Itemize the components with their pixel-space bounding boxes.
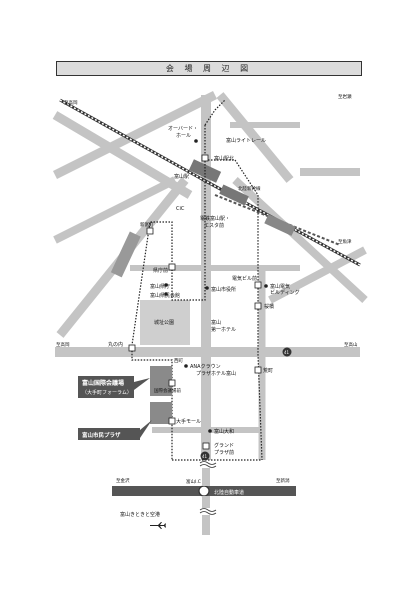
stop-marker-shintomicho (146, 227, 154, 235)
dentetsu-station-block (219, 184, 249, 206)
road-break-marks (199, 461, 217, 515)
venue-plaza-callout: 富山市民プラザ (78, 420, 152, 440)
road-diag-3 (53, 176, 177, 244)
expressway-label: 北陸自動車道 (214, 489, 244, 496)
label-daiichi-2: 第一ホテル (211, 326, 236, 333)
label-to-kanazawa-rail: 至高岡 (64, 99, 78, 106)
label-kokusai-mae: 国際会議場前 (154, 387, 181, 394)
road-diag-6 (232, 177, 368, 303)
svg-text:41: 41 (284, 350, 290, 355)
label-shintomicho: 新富町 (140, 221, 154, 228)
venue-main-callout: 富山国際会議場 （大手町フォーラム） (78, 376, 150, 398)
stop-marker-otemall (168, 417, 176, 425)
label-grand-2: プラザ前 (214, 449, 234, 456)
label-denki-bldg-mae: 電気ビル前 (232, 275, 257, 282)
label-to-iwase: 至岩瀬 (338, 93, 352, 100)
stop-marker-sakurabashi (254, 302, 262, 310)
label-grand-1: グランド (214, 442, 234, 449)
label-daiwa: 富山大和 (214, 428, 234, 435)
shinkansen-station-block (264, 214, 296, 236)
label-portram: 富山ライトレール (226, 137, 266, 144)
label-toyama-sta: 富山駅 (174, 173, 189, 180)
svg-text:41: 41 (202, 454, 208, 459)
map-title-box: 会 場 周 辺 図 (56, 61, 362, 76)
stop-marker-north (201, 154, 209, 162)
expressway: 北陸自動車道 富山I.C 至金沢 至新潟 (112, 477, 296, 497)
venue-main-sub: （大手町フォーラム） (82, 389, 132, 396)
airport-label: 富山きときと空港 (120, 511, 160, 518)
label-nishicho: 西町 (174, 358, 183, 364)
label-denki-bldg-1: 富山電気 (270, 283, 290, 290)
stop-marker-marunouchi (128, 344, 136, 352)
stop-markers (128, 154, 262, 450)
road-diag-2 (52, 90, 218, 180)
map-labels: オーバード・ ホール 富山駅北 富山ライトレール 富山駅 北陸新幹線 CiC 電… (56, 93, 358, 456)
stop-marker-kenchomae (168, 263, 176, 271)
label-dentetsu-1: 電鉄富山駅・ (200, 215, 230, 222)
label-prefecture: 富山県庁 (150, 283, 170, 290)
stop-marker-aratamachi (254, 366, 262, 374)
stop-marker-kokusai (168, 379, 176, 387)
label-marunouchi: 丸の内 (108, 341, 123, 348)
label-shinkansen: 北陸新幹線 (238, 185, 261, 192)
label-daiichi-1: 富山 (211, 319, 221, 326)
label-orbard-1: オーバード・ (168, 126, 198, 132)
label-cic: CiC (176, 206, 185, 212)
route41-badge-north: 41 (282, 347, 292, 357)
toyama-ic-label: 富山I.C (186, 478, 201, 485)
label-denki-bldg-2: ビルディング (270, 289, 300, 296)
label-kenchomae: 県庁前 (153, 267, 168, 274)
road-diag-5 (216, 92, 294, 183)
road-network (52, 90, 368, 460)
label-ana-2: プラザホテル富山 (196, 370, 236, 377)
label-dentetsu-2: エスタ前 (204, 222, 224, 229)
venue-plaza-name: 富山市民プラザ (82, 431, 121, 439)
to-niigata-expressway: 至新潟 (276, 477, 290, 484)
label-aratamachi: 荒町 (263, 367, 273, 374)
label-to-uozu: 至魚津 (338, 238, 352, 245)
tram-depot-block (110, 231, 141, 278)
venue-block-plaza (150, 402, 172, 424)
to-kanazawa-expressway: 至金沢 (116, 477, 130, 484)
landmark-dots (164, 139, 268, 433)
map-title: 会 場 周 辺 図 (165, 64, 253, 73)
label-toyama-sta-north: 富山駅北 (214, 155, 234, 162)
stop-marker-denki (254, 281, 262, 289)
castle-park-label: 城址公園 (154, 319, 174, 326)
label-orbard-2: ホール (176, 133, 191, 139)
route41-badge-south: 41 (200, 451, 210, 461)
label-to-takayama: 至高山 (344, 341, 358, 348)
label-prefectural-hall: 富山県民会館 (150, 292, 180, 299)
label-to-takaoka-road: 至高岡 (56, 341, 70, 348)
label-sakurabashi: 桜橋 (264, 303, 274, 310)
venue-block-main (150, 366, 172, 396)
venue-main-name: 富山国際会議場 (82, 379, 124, 387)
airplane-icon (150, 522, 166, 529)
label-ote-mall: 大手モール (176, 418, 201, 425)
castle-park-area (140, 300, 190, 345)
label-city-office: 富山市役所 (211, 286, 236, 293)
label-ana-1: ANAクラウン (190, 363, 221, 370)
toyama-ic-marker (198, 485, 210, 497)
stop-marker-grand (202, 442, 210, 450)
